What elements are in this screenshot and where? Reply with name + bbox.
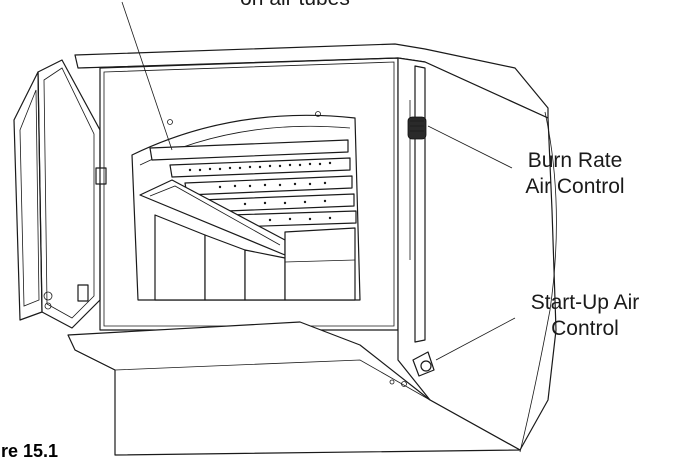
firebricks xyxy=(154,214,356,301)
leader-air-tubes xyxy=(121,1,173,151)
burn-rate-air-control xyxy=(407,116,427,140)
right-side-panel xyxy=(397,57,557,451)
air-tubes xyxy=(149,139,357,228)
burn-rate-label-line-2: Air Control xyxy=(525,175,625,198)
burn-rate-label: Burn Rate Air Control xyxy=(500,148,650,200)
figure-caption: ure 15.1 xyxy=(0,441,59,461)
start-up-label: Start-Up Air Control xyxy=(505,290,665,342)
start-up-air-control xyxy=(389,351,435,387)
start-up-label-line-2: Control xyxy=(551,317,619,340)
burn-rate-label-line-1: Burn Rate xyxy=(527,149,623,172)
leader-burn-rate xyxy=(427,125,513,169)
leader-start-up xyxy=(435,317,516,361)
detail-circle xyxy=(519,111,557,453)
start-up-label-line-1: Start-Up Air xyxy=(530,291,640,314)
air-tubes-label: on air tubes xyxy=(215,0,375,12)
open-door xyxy=(13,59,107,329)
